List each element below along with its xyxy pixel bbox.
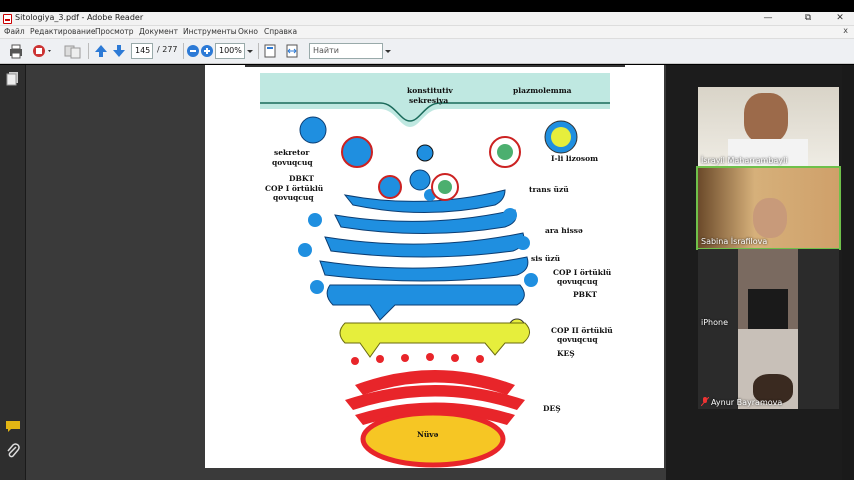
document-close-icon[interactable]: x [843,26,848,35]
minimize-button[interactable]: — [763,13,773,23]
pages-icon[interactable] [6,71,20,87]
label-nuve: Nüvə [417,430,439,439]
separator [88,43,89,59]
toolbar: 145 / 277 100% Найти [0,39,854,64]
participant-tile-active[interactable]: Sabina İsrafilova [696,166,841,250]
muted-mic-icon [701,397,709,406]
label-cop1-b: qovuqcuq [273,193,314,202]
separator [258,43,259,59]
label-cop1-c: COP I örtüklü [553,268,612,277]
header-rule [245,65,625,67]
participant-name: Aynur Bayramova [711,398,783,407]
label-kes: KEŞ [557,349,575,358]
label-konstitutiv: konstitutiv [407,86,453,95]
fit-width-icon[interactable] [285,43,299,59]
pdf-app-icon [3,14,12,24]
label-cop1-d: qovuqcuq [557,277,598,286]
participant-tile[interactable]: iPhone [698,249,839,329]
participant-name: Sabina İsrafilova [701,237,768,246]
kes-compartment [339,322,530,358]
figure-labels: plazmolemma konstitutiv sekresiya sekret… [265,86,613,439]
menu-view[interactable]: Просмотр [95,27,134,36]
search-dropdown-icon[interactable] [384,43,392,59]
nucleus [360,410,506,468]
menu-document[interactable]: Документ [139,27,178,36]
label-ara-hisse: ara hissə [545,226,583,235]
label-dbkt: DBKT [289,174,314,183]
golgi-figure: plazmolemma konstitutiv sekresiya sekret… [245,65,625,468]
scrollbar[interactable] [842,65,854,480]
participant-tile[interactable]: İsrayil Maharrambayli [698,87,839,167]
menu-help[interactable]: Справка [264,27,298,36]
title-bar: Sitologiya_3.pdf - Adobe Reader — ⧉ ✕ [0,12,854,26]
zoom-dropdown-icon[interactable] [246,43,254,59]
attachment-icon[interactable] [5,443,21,459]
zoom-input[interactable]: 100% [215,43,245,59]
label-plazmolemma: plazmolemma [513,86,572,95]
menu-edit[interactable]: Редактирование [30,27,96,36]
previous-page-icon[interactable] [94,43,108,59]
plasma-membrane [260,73,610,127]
label-pbkt: PBKT [573,290,597,299]
label-sekretor-qovuqcuq: qovuqcuq [272,158,313,167]
label-cop2-b: qovuqcuq [557,335,598,344]
restore-button[interactable]: ⧉ [804,13,812,23]
window-title: Sitologiya_3.pdf - Adobe Reader [15,13,144,22]
fit-page-icon[interactable] [263,43,277,59]
next-page-icon[interactable] [112,43,126,59]
close-button[interactable]: ✕ [836,13,844,23]
label-cop1-a: COP I örtüklü [265,184,324,193]
pdf-page: plazmolemma konstitutiv sekresiya sekret… [205,65,664,468]
menu-bar: Файл Редактирование Просмотр Документ Ин… [0,26,854,39]
collaborate-icon[interactable] [63,43,83,59]
participant-name: iPhone [701,318,729,327]
label-cop2-a: COP II örtüklü [551,326,613,335]
menu-window[interactable]: Окно [238,27,258,36]
label-lizosom: I-li lizosom [551,154,598,163]
separator [183,43,184,59]
zoom-out-icon[interactable] [186,43,200,59]
comment-icon[interactable] [5,419,21,433]
menu-tools[interactable]: Инструменты [183,27,237,36]
top-black-bar [0,0,854,12]
avatar [753,198,787,238]
label-des: DEŞ [543,404,561,413]
create-pdf-icon[interactable] [31,43,53,59]
label-sekresiya: sekresiya [409,96,448,105]
menu-file[interactable]: Файл [4,27,25,36]
search-input[interactable]: Найти [309,43,383,59]
page-total: / 277 [157,45,178,54]
avatar [753,374,793,404]
avatar-clothing [748,289,788,329]
golgi-stack [319,169,529,321]
page-number-input[interactable]: 145 [131,43,153,59]
label-trans: trans üzü [529,185,569,194]
avatar [744,93,788,143]
participant-name: İsrayil Maharrambayli [701,156,788,165]
label-sis: sis üzü [531,254,561,263]
zoom-in-icon[interactable] [200,43,214,59]
print-icon[interactable] [8,43,24,59]
label-sekretor: sekretor [274,148,310,157]
vesicles [298,116,578,336]
left-navigation-panel [0,65,26,480]
participant-tile[interactable]: Aynur Bayramova [698,329,839,409]
avatar-shirt [728,139,808,167]
